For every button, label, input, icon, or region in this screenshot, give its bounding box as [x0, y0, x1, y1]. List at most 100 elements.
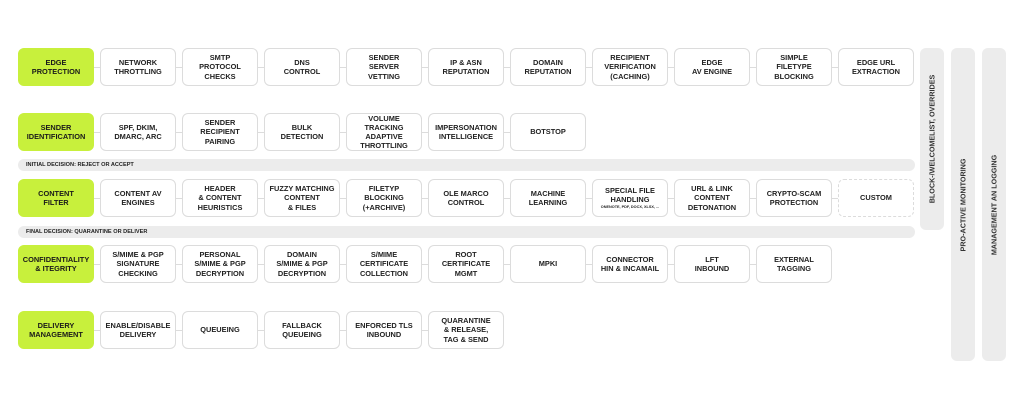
box-label: CUSTOM: [860, 193, 892, 203]
connector-line: [668, 67, 674, 68]
connector-line: [422, 67, 428, 68]
connector-line: [258, 198, 264, 199]
box-label: PERSONAL S/MIME & PGP DECRYPTION: [194, 250, 246, 278]
box-label: CONFIDENTIALITY & ITEGRITY: [22, 254, 90, 273]
connector-line: [504, 67, 510, 68]
connector-line: [176, 198, 182, 199]
box-label: CONTENT FILTER: [38, 188, 74, 207]
category-content-filter: CONTENT FILTER: [18, 179, 94, 217]
vertical-bar-block-welcomelist: BLOCK-/WELCOMELIST, OVERRIDES: [920, 48, 944, 230]
feature-box: IMPERSONATION INTELLIGENCE: [428, 113, 504, 151]
box-label: URL & LINK CONTENT DETONATION: [687, 184, 737, 212]
feature-box: BULK DETECTION: [264, 113, 340, 151]
box-label: IMPERSONATION INTELLIGENCE: [435, 122, 497, 141]
feature-box: QUEUEING: [182, 311, 258, 349]
connector-line: [258, 132, 264, 133]
box-label: QUARANTINE & RELEASE, TAG & SEND: [441, 316, 491, 344]
connector-line: [258, 264, 264, 265]
connector-line: [258, 330, 264, 331]
connector-line: [176, 330, 182, 331]
box-label: LFT INBOUND: [694, 254, 730, 273]
category-delivery-management: DELIVERY MANAGEMENT: [18, 311, 94, 349]
feature-box: CRYPTO-SCAM PROTECTION: [756, 179, 832, 217]
box-label: HEADER & CONTENT HEURISTICS: [197, 184, 243, 212]
connector-line: [94, 264, 100, 265]
feature-box: SENDER SERVER VETTING: [346, 48, 422, 86]
feature-box: CONTENT AV ENGINES: [100, 179, 176, 217]
box-label: DOMAIN S/MIME & PGP DECRYPTION: [276, 250, 328, 278]
box-label: MACHINE LEARNING: [528, 188, 568, 207]
connector-line: [504, 198, 510, 199]
connector-line: [422, 132, 428, 133]
box-label: SPF, DKIM, DMARC, ARC: [114, 122, 162, 141]
category-confidentiality-integrity: CONFIDENTIALITY & ITEGRITY: [18, 245, 94, 283]
feature-box: FILETYP BLOCKING (+ARCHIVE): [346, 179, 422, 217]
feature-box: PERSONAL S/MIME & PGP DECRYPTION: [182, 245, 258, 283]
box-label: IP & ASN REPUTATION: [442, 57, 490, 76]
connector-line: [176, 132, 182, 133]
connector-line: [94, 330, 100, 331]
vertical-bar-label: BLOCK-/WELCOMELIST, OVERRIDES: [927, 74, 937, 204]
feature-box: FALLBACK QUEUEING: [264, 311, 340, 349]
connector-line: [750, 264, 756, 265]
box-label: ROOT CERTIFICATE MGMT: [441, 250, 491, 278]
feature-box: BOTSTOP: [510, 113, 586, 151]
connector-line: [668, 264, 674, 265]
connector-line: [586, 67, 592, 68]
connector-line: [504, 264, 510, 265]
box-label: EDGE PROTECTION: [31, 57, 81, 76]
feature-box: CUSTOM: [838, 179, 914, 217]
vertical-bar-label: MANAGEMENT AN LOGGING: [989, 154, 999, 255]
box-label: ENABLE/DISABLE DELIVERY: [105, 320, 171, 339]
box-label: NETWORK THROTTLING: [114, 57, 162, 76]
feature-box: IP & ASN REPUTATION: [428, 48, 504, 86]
connector-line: [94, 132, 100, 133]
connector-line: [258, 67, 264, 68]
box-label: S/MIME & PGP SIGNATURE CHECKING: [112, 250, 164, 278]
feature-box: ROOT CERTIFICATE MGMT: [428, 245, 504, 283]
connector-line: [340, 198, 346, 199]
box-label: SMTP PROTOCOL CHECKS: [199, 53, 241, 81]
connector-line: [832, 198, 838, 199]
connector-line: [94, 67, 100, 68]
box-label: DELIVERY MANAGEMENT: [29, 320, 83, 339]
feature-box: SMTP PROTOCOL CHECKS: [182, 48, 258, 86]
box-label: S/MIME CERTIFICATE COLLECTION: [359, 250, 409, 278]
feature-box: SPF, DKIM, DMARC, ARC: [100, 113, 176, 151]
vertical-bar-logging: MANAGEMENT AN LOGGING: [982, 48, 1006, 361]
connector-line: [750, 67, 756, 68]
connector-line: [586, 264, 592, 265]
box-label: ENFORCED TLS INBOUND: [355, 320, 413, 339]
box-label: DOMAIN REPUTATION: [524, 57, 572, 76]
feature-box: NETWORK THROTTLING: [100, 48, 176, 86]
box-label: CONNECTOR HIN & INCAMAIL: [600, 254, 660, 273]
box-label: EDGE AV ENGINE: [691, 57, 733, 76]
feature-box: EDGE AV ENGINE: [674, 48, 750, 86]
connector-line: [422, 330, 428, 331]
box-label: RECIPIENT VERIFICATION (CACHING): [604, 53, 656, 81]
box-label: QUEUEING: [200, 325, 240, 335]
feature-box: QUARANTINE & RELEASE, TAG & SEND: [428, 311, 504, 349]
feature-box: EDGE URL EXTRACTION: [838, 48, 914, 86]
connector-line: [340, 132, 346, 133]
feature-box: HEADER & CONTENT HEURISTICS: [182, 179, 258, 217]
box-label: EXTERNAL TAGGING: [774, 254, 814, 273]
feature-box: URL & LINK CONTENT DETONATION: [674, 179, 750, 217]
feature-box: MACHINE LEARNING: [510, 179, 586, 217]
feature-box: MPKI: [510, 245, 586, 283]
connector-line: [340, 67, 346, 68]
connector-line: [176, 67, 182, 68]
box-label: DNS CONTROL: [283, 57, 321, 76]
connector-line: [832, 67, 838, 68]
feature-box: DOMAIN REPUTATION: [510, 48, 586, 86]
connector-line: [750, 198, 756, 199]
box-label: EDGE URL EXTRACTION: [851, 57, 901, 76]
box-label: SENDER SERVER VETTING: [367, 53, 401, 81]
final-decision-bar: FINAL DECISION: QUARANTINE OR DELIVER: [18, 226, 915, 238]
connector-line: [340, 330, 346, 331]
feature-box: S/MIME & PGP SIGNATURE CHECKING: [100, 245, 176, 283]
box-label: OLE MARCO CONTROL: [443, 188, 489, 207]
feature-box: SENDER RECIPIENT PAIRING: [182, 113, 258, 151]
feature-box: EXTERNAL TAGGING: [756, 245, 832, 283]
box-label: BOTSTOP: [530, 127, 566, 137]
